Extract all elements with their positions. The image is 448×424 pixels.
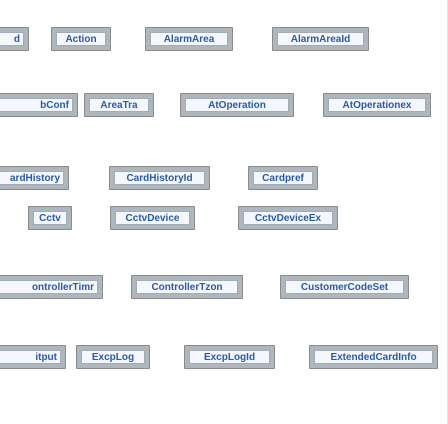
- table-node-label: AlarmAreaId: [277, 32, 364, 46]
- table-node-label: AtOperationex: [328, 98, 426, 112]
- table-node[interactable]: bConf: [0, 93, 78, 117]
- table-node-label: AlarmArea: [150, 32, 228, 46]
- table-node[interactable]: CustomerCodeSet: [280, 275, 409, 299]
- table-node[interactable]: ExcpLogId: [184, 345, 275, 369]
- table-node-label: CardHistoryId: [114, 171, 205, 185]
- table-node[interactable]: ontrollerTimr: [0, 275, 103, 299]
- table-node[interactable]: ardHistory: [0, 166, 69, 190]
- table-node[interactable]: Action: [51, 27, 111, 51]
- table-node-label: ExcpLogId: [189, 350, 270, 364]
- table-node[interactable]: Cardpref: [248, 166, 318, 190]
- table-node-label: ardHistory: [0, 171, 64, 185]
- table-node[interactable]: ExtendedCardInfo: [309, 345, 438, 369]
- table-node[interactable]: AlarmArea: [145, 27, 233, 51]
- table-node[interactable]: itput: [0, 345, 66, 369]
- table-node[interactable]: AtOperationex: [323, 93, 431, 117]
- table-node[interactable]: CardHistoryId: [109, 166, 210, 190]
- table-node-label: ExcpLog: [81, 350, 145, 364]
- table-node[interactable]: Cctv: [28, 206, 72, 230]
- table-node[interactable]: CctvDevice: [110, 206, 195, 230]
- table-node[interactable]: AlarmAreaId: [272, 27, 369, 51]
- table-node[interactable]: ExcpLog: [76, 345, 150, 369]
- table-node-label: Action: [56, 32, 106, 46]
- table-node-label: ontrollerTimr: [0, 280, 98, 294]
- table-node-label: AtOperation: [185, 98, 289, 112]
- table-node-label: ControllerTzon: [136, 280, 238, 294]
- table-node-label: ExtendedCardInfo: [314, 350, 433, 364]
- table-node-label: d: [0, 32, 24, 46]
- table-node-label: Cctv: [33, 211, 67, 225]
- table-node-label: CctvDeviceEx: [243, 211, 333, 225]
- table-node-label: Cardpref: [253, 171, 313, 185]
- table-node[interactable]: CctvDeviceEx: [238, 206, 338, 230]
- table-node-label: bConf: [0, 98, 73, 112]
- table-node[interactable]: d: [0, 27, 29, 51]
- table-node-label: CustomerCodeSet: [285, 280, 404, 294]
- table-node[interactable]: AreaTra: [84, 93, 154, 117]
- table-node-label: CctvDevice: [115, 211, 190, 225]
- table-node-label: itput: [0, 350, 61, 364]
- table-node[interactable]: ControllerTzon: [131, 275, 243, 299]
- table-node-label: AreaTra: [89, 98, 149, 112]
- table-node[interactable]: AtOperation: [180, 93, 294, 117]
